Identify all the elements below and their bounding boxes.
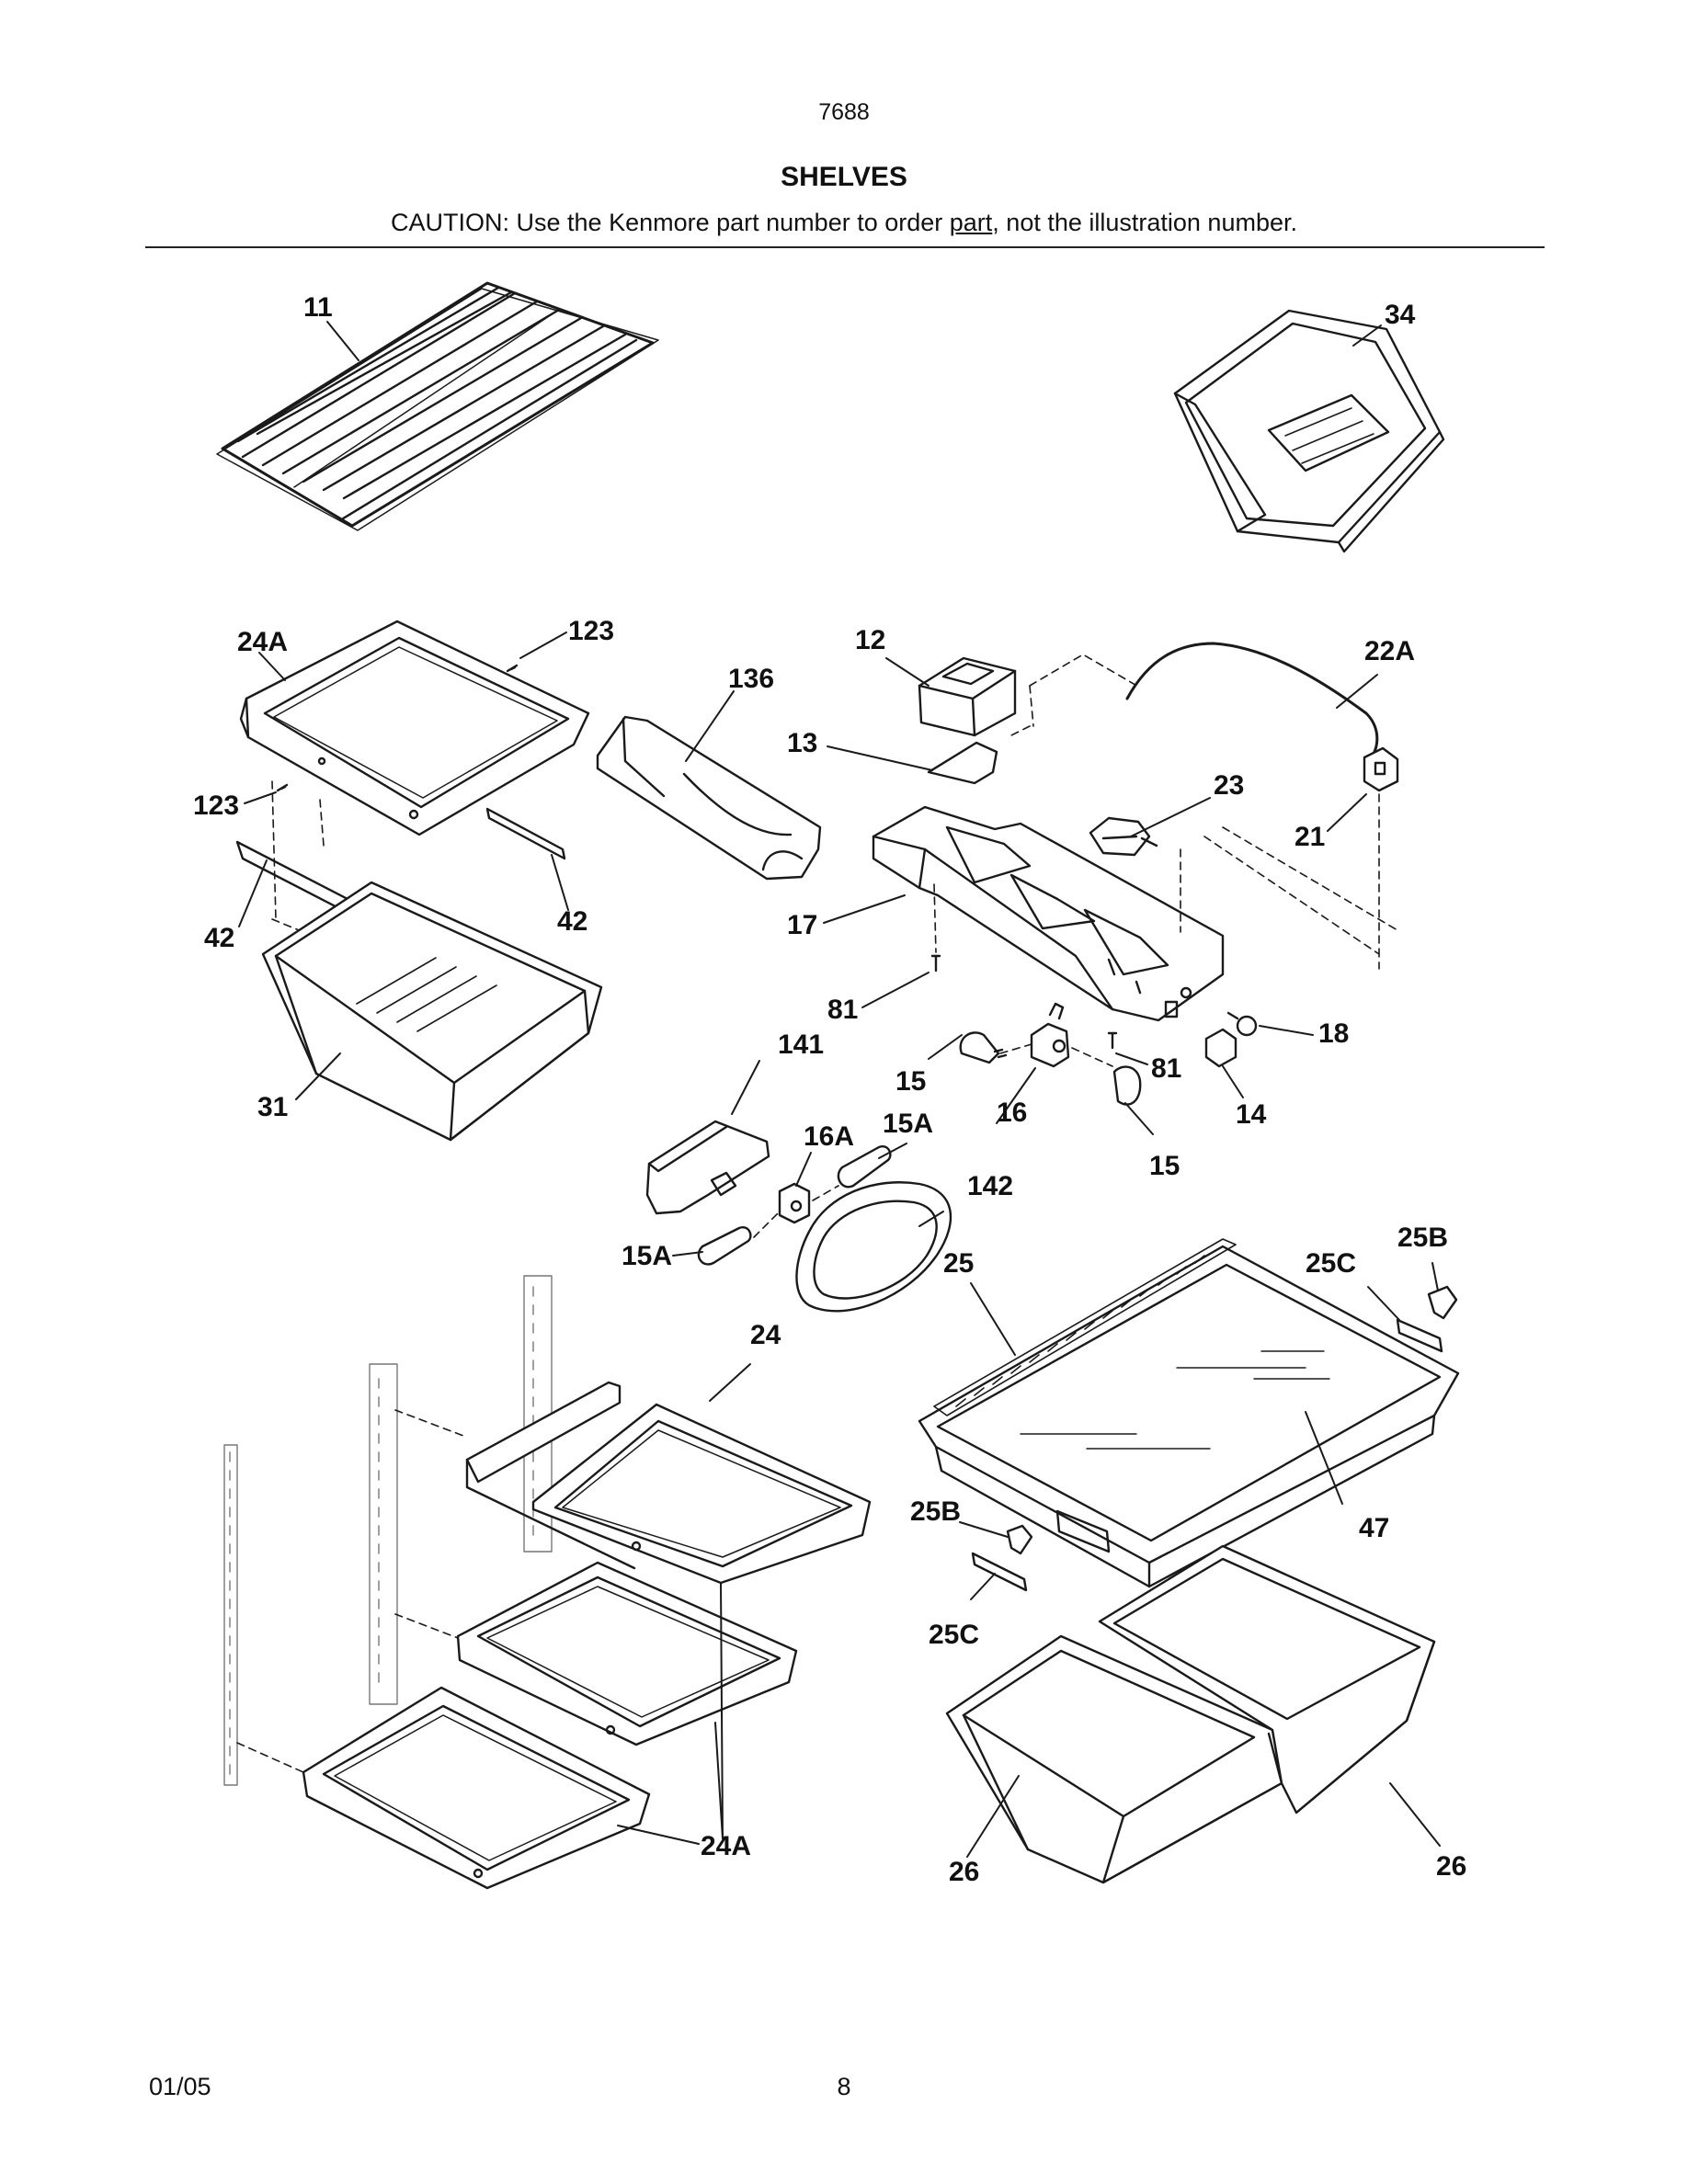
caution-text-end: , not the illustration number. <box>992 209 1297 236</box>
shelf-24a-bottom <box>302 1686 651 1890</box>
deflector-13 <box>927 741 998 785</box>
connector-21 <box>1363 746 1399 792</box>
callout-42-right: 42 <box>557 906 587 937</box>
bulb-15 <box>959 1031 1142 1106</box>
ladder-left <box>223 1275 553 1786</box>
callout-136: 136 <box>728 664 774 694</box>
callout-25c-bottom: 25C <box>929 1620 979 1650</box>
caution-underlined-word: part <box>949 209 993 236</box>
shelf-24 <box>465 1381 872 1585</box>
callout-81-left: 81 <box>827 995 858 1025</box>
switch-14 <box>1204 1028 1237 1068</box>
light-housing-17 <box>872 805 1225 1022</box>
callout-16: 16 <box>997 1098 1027 1128</box>
callout-47: 47 <box>1359 1513 1389 1543</box>
button-18 <box>1226 1011 1258 1037</box>
callout-81-right: 81 <box>1151 1053 1181 1084</box>
callout-24a-bottom: 24A <box>701 1831 751 1861</box>
callout-labels: 11 34 24A 123 123 42 42 31 136 12 13 17 … <box>193 292 1466 1887</box>
socket-16 <box>1030 1002 1070 1068</box>
callout-25: 25 <box>943 1248 974 1279</box>
callout-123-left: 123 <box>193 791 239 821</box>
glass-shelf-25 <box>918 1238 1460 1588</box>
shelf-24a-top <box>239 620 590 836</box>
cover-12 <box>918 656 1017 737</box>
callout-24a-top: 24A <box>237 627 288 657</box>
callout-21: 21 <box>1295 822 1325 852</box>
trim-25c <box>971 1318 1443 1592</box>
callout-11: 11 <box>303 292 333 323</box>
callout-31: 31 <box>257 1092 288 1122</box>
callout-14: 14 <box>1236 1099 1267 1130</box>
control-23 <box>1089 816 1158 857</box>
callout-24: 24 <box>750 1320 781 1350</box>
callout-22a: 22A <box>1364 636 1415 666</box>
callout-13: 13 <box>787 728 817 758</box>
callout-25c-top: 25C <box>1306 1248 1356 1279</box>
socket-bracket-141 <box>645 1120 770 1215</box>
callout-42-left: 42 <box>204 923 234 953</box>
socket-16a <box>778 1182 811 1224</box>
callout-17: 17 <box>787 910 817 940</box>
clip-25b <box>1006 1285 1458 1555</box>
bin-34 <box>1173 309 1445 553</box>
callout-15-lower: 15 <box>1149 1151 1180 1181</box>
cover-136 <box>596 715 822 881</box>
model-number: 7688 <box>818 99 870 125</box>
screw-81 <box>930 954 1118 1050</box>
lens-cover-142 <box>795 1181 952 1313</box>
footer-date: 01/05 <box>149 2073 211 2100</box>
screw-123 <box>276 664 519 792</box>
callout-23: 23 <box>1214 770 1244 801</box>
callout-15a-upper: 15A <box>883 1109 933 1139</box>
shelf-24a-middle <box>456 1561 798 1746</box>
callout-123-top: 123 <box>568 616 614 646</box>
callout-142: 142 <box>967 1171 1013 1201</box>
callout-15-upper: 15 <box>895 1066 926 1097</box>
header-rule <box>145 246 1545 248</box>
callout-26-left: 26 <box>949 1857 979 1887</box>
callout-25b-top: 25B <box>1397 1223 1448 1253</box>
callout-26-right: 26 <box>1436 1851 1466 1882</box>
wire-shelf-11 <box>216 281 659 531</box>
page-number: 8 <box>837 2073 851 2100</box>
caution-text-start: CAUTION: Use the Kenmore part number to … <box>391 209 950 236</box>
drawer-31 <box>261 881 603 1142</box>
callout-12: 12 <box>855 625 885 655</box>
leader-lines <box>238 321 1441 1858</box>
crisper-drawer-26-right <box>1098 1544 1436 1814</box>
callout-15a-lower: 15A <box>622 1241 672 1271</box>
callout-34: 34 <box>1385 300 1416 330</box>
callout-141: 141 <box>778 1029 824 1060</box>
bulb-15a <box>697 1145 892 1266</box>
callout-18: 18 <box>1318 1018 1349 1049</box>
callout-25b-bottom: 25B <box>910 1496 961 1527</box>
callout-16a: 16A <box>804 1121 854 1152</box>
page-title: SHELVES <box>781 162 907 192</box>
wire-harness-22a <box>1125 642 1379 756</box>
crisper-drawer-26-left <box>945 1634 1283 1884</box>
caution-note: CAUTION: Use the Kenmore part number to … <box>0 209 1688 237</box>
